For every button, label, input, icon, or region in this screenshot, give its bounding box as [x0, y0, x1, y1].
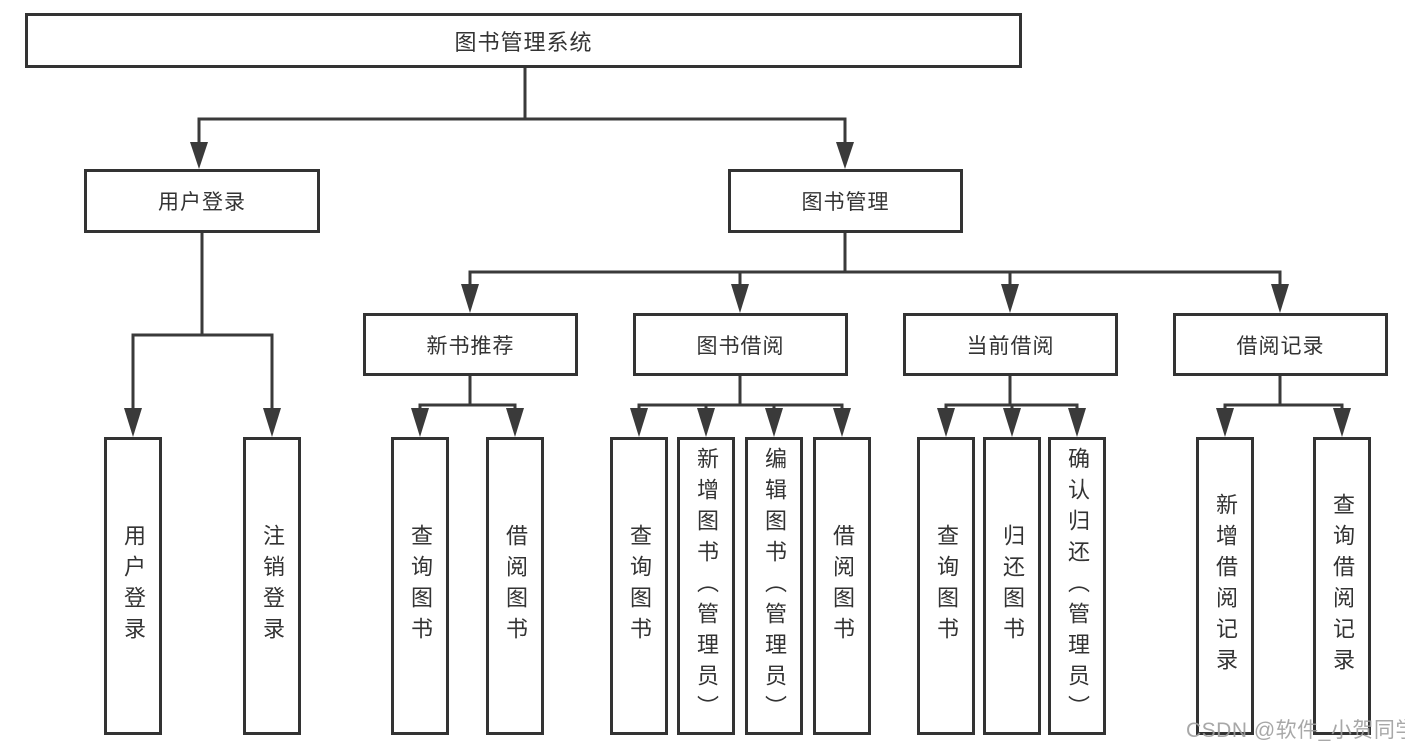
leaf-query-books: 查询图书	[610, 437, 668, 735]
edges-root	[190, 68, 854, 169]
leaf-query-books: 查询图书	[391, 437, 449, 735]
leaf-user-login-label: 用户登录	[121, 524, 146, 648]
edges-level3	[411, 376, 1351, 437]
node-user-login: 用户登录	[84, 169, 320, 233]
leaf-edit-book-admin: 编辑图书（管理员）	[745, 437, 803, 735]
node-user-login-label: 用户登录	[158, 191, 246, 214]
node-current-borrow-label: 当前借阅	[966, 334, 1055, 358]
edges-book-management	[461, 233, 1289, 313]
leaf-logout: 注销登录	[243, 437, 301, 735]
leaf-return-books: 归还图书	[983, 437, 1041, 735]
node-new-book-recommend-label: 新书推荐	[426, 334, 515, 358]
leaf-borrow-books-label: 借阅图书	[830, 524, 855, 648]
leaf-add-book-admin-label: 新增图书（管理员）	[694, 446, 719, 726]
leaf-confirm-return-admin: 确认归还（管理员）	[1048, 437, 1106, 735]
leaf-confirm-return-admin-label: 确认归还（管理员）	[1065, 446, 1090, 726]
node-new-book-recommend: 新书推荐	[363, 313, 578, 376]
leaf-edit-book-admin-label: 编辑图书（管理员）	[762, 446, 787, 726]
leaf-query-books-label: 查询图书	[627, 524, 652, 648]
leaf-borrow-books: 借阅图书	[486, 437, 544, 735]
node-root: 图书管理系统	[25, 13, 1022, 68]
leaf-add-borrow-record-label: 新增借阅记录	[1213, 493, 1238, 679]
leaf-add-borrow-record: 新增借阅记录	[1196, 437, 1254, 735]
leaf-add-book-admin: 新增图书（管理员）	[677, 437, 735, 735]
leaf-borrow-books-label: 借阅图书	[503, 524, 528, 648]
node-borrow-records-label: 借阅记录	[1236, 334, 1325, 358]
edges-user-login	[124, 233, 281, 437]
leaf-query-books-label: 查询图书	[408, 524, 433, 648]
leaf-query-books-label: 查询图书	[934, 524, 959, 648]
node-root-label: 图书管理系统	[454, 29, 593, 55]
leaf-return-books-label: 归还图书	[1000, 524, 1025, 648]
node-book-borrow: 图书借阅	[633, 313, 848, 376]
node-borrow-records: 借阅记录	[1173, 313, 1388, 376]
leaf-borrow-books: 借阅图书	[813, 437, 871, 735]
node-book-management-label: 图书管理	[801, 191, 890, 214]
leaf-logout-label: 注销登录	[260, 524, 285, 648]
leaf-query-borrow-record-label: 查询借阅记录	[1330, 493, 1355, 679]
node-book-management: 图书管理	[728, 169, 963, 233]
node-book-borrow-label: 图书借阅	[696, 334, 785, 358]
watermark-text: CSDN @软件_小贺同学	[1186, 719, 1405, 742]
leaf-query-books: 查询图书	[917, 437, 975, 735]
leaf-query-borrow-record: 查询借阅记录	[1313, 437, 1371, 735]
node-current-borrow: 当前借阅	[903, 313, 1118, 376]
leaf-user-login: 用户登录	[104, 437, 162, 735]
